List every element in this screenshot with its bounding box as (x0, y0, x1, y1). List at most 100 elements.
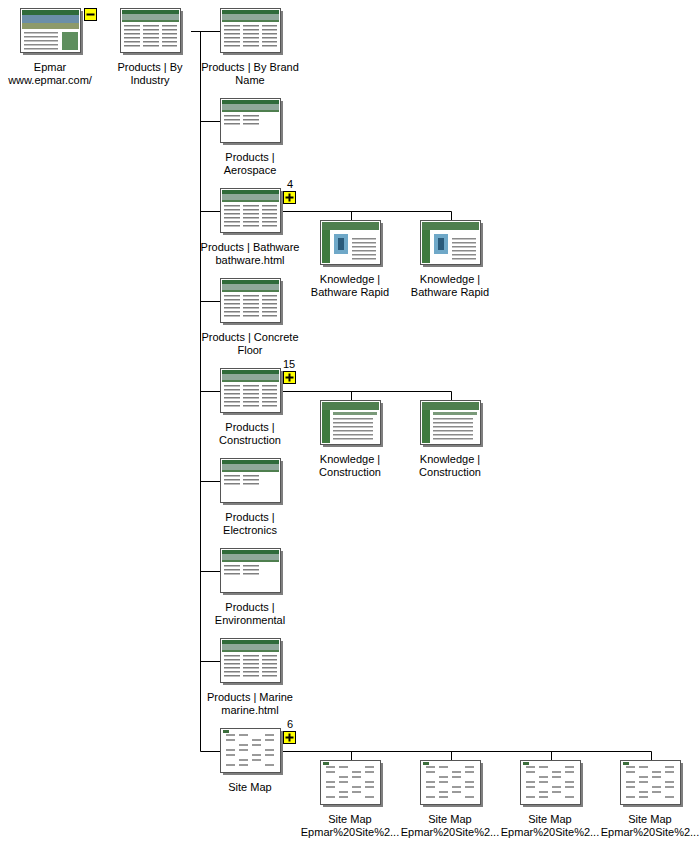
page-thumbnail (320, 400, 384, 448)
page-title: Site Map (498, 813, 602, 826)
tree-connector (191, 32, 220, 212)
connector-line (282, 752, 452, 761)
page-node: Knowledge | Bathware Rapid (298, 220, 402, 299)
page-node: Products | Environmental (198, 548, 302, 627)
page-thumbnail (220, 368, 284, 416)
thumbnail-frame (220, 638, 284, 686)
page-title: Products | Marine (198, 691, 302, 704)
page-node: Site MapEpmar%20Site%2... (598, 760, 700, 839)
page-thumbnail (220, 548, 284, 596)
tree-connector (191, 32, 220, 122)
thumbnail-frame (220, 368, 284, 416)
page-thumbnail (220, 8, 284, 56)
page-thumbnail (320, 760, 384, 808)
page-thumbnail (520, 760, 584, 808)
page-title: Epmar (0, 61, 102, 74)
page-title: Knowledge | Bathware Rapid (398, 273, 502, 299)
thumbnail-frame (320, 220, 384, 268)
page-node: Site MapEpmar%20Site%2... (498, 760, 602, 839)
page-node: Knowledge | Construction (398, 400, 502, 479)
page-node: Products | Concrete Floor (198, 278, 302, 357)
page-title: Site Map (298, 813, 402, 826)
thumbnail-frame (220, 728, 284, 776)
tree-connector (282, 392, 452, 401)
page-node: Products | Construction (198, 368, 302, 447)
tree-connector (282, 212, 452, 221)
page-title: Site Map (198, 781, 302, 794)
page-title: Products | Electronics (198, 511, 302, 537)
page-url: Epmar%20Site%2... (298, 826, 402, 839)
thumbnail-frame (220, 458, 284, 506)
connector-line (191, 32, 220, 572)
page-node: Products | By Industry (98, 8, 202, 87)
child-count: 6 (287, 718, 293, 730)
connector-line (282, 392, 452, 401)
page-node: Site Map (198, 728, 302, 794)
thumbnail-frame (320, 760, 384, 808)
expand-icon (284, 192, 296, 204)
expand-icon (284, 732, 296, 744)
page-node: Knowledge | Bathware Rapid (398, 220, 502, 299)
page-title: Products | Concrete Floor (198, 331, 302, 357)
page-node: Products | Electronics (198, 458, 302, 537)
page-title: Site Map (398, 813, 502, 826)
thumbnail-frame (220, 98, 284, 146)
thumbnail-frame (320, 400, 384, 448)
expand-icon (284, 372, 296, 384)
connector-line (282, 752, 352, 761)
page-title: Products | Environmental (198, 601, 302, 627)
tree-connector (191, 32, 220, 662)
page-thumbnail (220, 458, 284, 506)
connector-line (282, 752, 652, 761)
page-title: Knowledge | Construction (298, 453, 402, 479)
page-thumbnail (320, 220, 384, 268)
connector-line (191, 32, 220, 752)
connector-line (282, 752, 552, 761)
page-url: marine.html (198, 704, 302, 717)
page-thumbnail (220, 638, 284, 686)
page-thumbnail (620, 760, 684, 808)
thumbnail-frame (220, 278, 284, 326)
page-node: Site MapEpmar%20Site%2... (398, 760, 502, 839)
page-title: Knowledge | Construction (398, 453, 502, 479)
tree-connector (191, 32, 220, 572)
page-title: Products | By Brand Name (198, 61, 302, 87)
page-thumbnail (220, 98, 284, 146)
page-node: Site MapEpmar%20Site%2... (298, 760, 402, 839)
page-node: Epmarwww.epmar.com/ (0, 8, 102, 87)
thumbnail-frame (420, 220, 484, 268)
page-node: Products | Aerospace (198, 98, 302, 177)
thumbnail-frame (420, 760, 484, 808)
connector-line (282, 212, 352, 221)
page-node: Products | Bathwarebathware.html (198, 188, 302, 267)
page-title: Site Map (598, 813, 700, 826)
page-title: Knowledge | Bathware Rapid (298, 273, 402, 299)
page-thumbnail (20, 8, 84, 56)
thumbnail-frame (220, 548, 284, 596)
page-title: Products | Bathware (198, 241, 302, 254)
page-url: Epmar%20Site%2... (398, 826, 502, 839)
connector-line (282, 212, 452, 221)
page-title: Products | Aerospace (198, 151, 302, 177)
thumbnail-frame (120, 8, 184, 56)
tree-connector (191, 32, 220, 752)
thumbnail-frame (420, 400, 484, 448)
connector-line (191, 32, 220, 212)
page-thumbnail (420, 220, 484, 268)
connector-line (191, 32, 220, 662)
thumbnail-frame (520, 760, 584, 808)
thumbnail-frame (220, 188, 284, 236)
page-url: Epmar%20Site%2... (498, 826, 602, 839)
thumbnail-frame (20, 8, 84, 56)
page-thumbnail (220, 728, 284, 776)
tree-connector (282, 392, 352, 401)
tree-connector (282, 752, 552, 761)
page-url: bathware.html (198, 254, 302, 267)
page-title: Products | By Industry (98, 61, 202, 87)
child-count: 15 (283, 358, 295, 370)
page-thumbnail (220, 188, 284, 236)
tree-connector (282, 752, 452, 761)
tree-connector (282, 752, 652, 761)
connector-line (282, 392, 352, 401)
